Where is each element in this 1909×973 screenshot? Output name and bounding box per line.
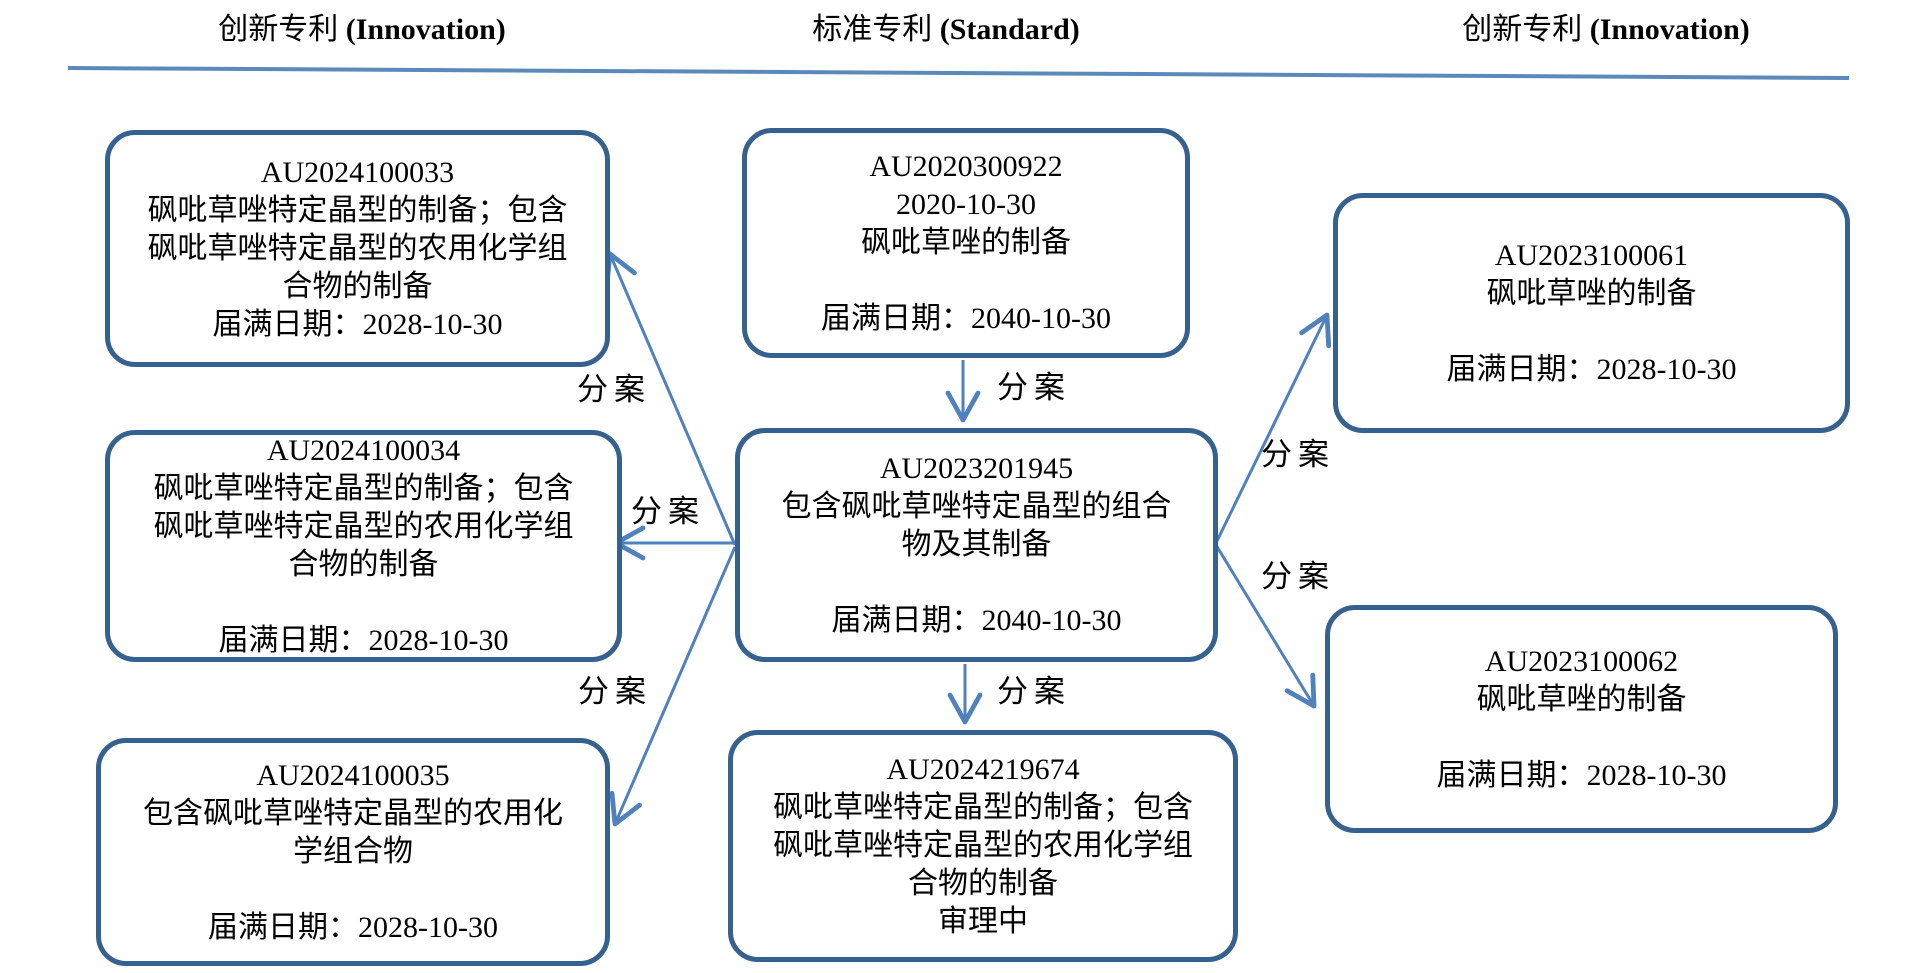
column-header-left-en: (Innovation) — [345, 13, 506, 46]
patent-title-line: 砜吡草唑的制备 — [1476, 683, 1687, 716]
patent-expiry-date: 届满日期：2028-10-30 — [208, 911, 498, 944]
edge-label-division: 分案 — [578, 674, 652, 709]
patent-filing-date: 2020-10-30 — [896, 188, 1036, 221]
patent-title-line: 砜吡草唑特定晶型的制备；包含 — [153, 472, 574, 505]
patent-title-line: 砜吡草唑特定晶型的制备；包含 — [773, 791, 1193, 824]
patent-node-AU2024100034: AU2024100034 砜吡草唑特定晶型的制备；包含 砜吡草唑特定晶型的农用化… — [105, 430, 622, 662]
patent-number: AU2023100062 — [1484, 645, 1679, 678]
edge-label-division: 分案 — [577, 372, 651, 407]
patent-expiry-date: 届满日期：2028-10-30 — [1436, 759, 1727, 792]
patent-title-line: 包含砜吡草唑特定晶型的农用化 — [143, 797, 563, 830]
column-header-right-cjk: 创新专利 — [1462, 13, 1583, 46]
patent-node-AU2024100033: AU2024100033 砜吡草唑特定晶型的制备；包含 砜吡草唑特定晶型的农用化… — [105, 130, 610, 367]
patent-number: AU2024100035 — [256, 759, 450, 792]
column-header-center-cjk: 标准专利 — [812, 13, 933, 46]
patent-expiry-date: 届满日期：2028-10-30 — [218, 624, 509, 657]
patent-node-AU2020300922: AU2020300922 2020-10-30 砜吡草唑的制备 届满日期：204… — [742, 128, 1190, 358]
edge-cc-to-tr — [1214, 312, 1332, 544]
patent-title-line: 砜吡草唑特定晶型的农用化学组 — [153, 510, 574, 543]
patent-title-line: 砜吡草唑的制备 — [1486, 277, 1697, 310]
patent-number: AU2024100033 — [260, 155, 455, 189]
patent-expiry-date: 届满日期：2028-10-30 — [1446, 353, 1737, 386]
edge-label-division: 分案 — [1261, 559, 1335, 594]
patent-title-line: 合物的制备 — [282, 269, 433, 303]
column-header-innovation-right: 创新专利 (Innovation) — [1462, 10, 1750, 50]
edge-label-division: 分案 — [997, 674, 1071, 709]
patent-expiry-date: 届满日期：2040-10-30 — [831, 604, 1122, 637]
patent-expiry-date: 届满日期：2040-10-30 — [821, 302, 1111, 335]
patent-title-line: 合物的制备 — [288, 548, 439, 581]
header-divider-line — [67, 66, 1850, 80]
patent-node-AU2024219674: AU2024219674 砜吡草唑特定晶型的制备；包含 砜吡草唑特定晶型的农用化… — [728, 730, 1238, 962]
patent-status: 审理中 — [938, 905, 1028, 938]
patent-title-line: 砜吡草唑特定晶型的农用化学组 — [147, 231, 568, 265]
patent-title-line: 物及其制备 — [901, 528, 1052, 561]
patent-number: AU2023201945 — [879, 452, 1074, 485]
patent-title-line: 学组合物 — [293, 835, 413, 868]
column-header-right-en: (Innovation) — [1589, 13, 1750, 46]
patent-node-AU2023100062: AU2023100062 砜吡草唑的制备 届满日期：2028-10-30 — [1325, 605, 1838, 833]
edge-label-division: 分案 — [997, 370, 1071, 405]
column-header-innovation-left: 创新专利 (Innovation) — [218, 10, 506, 50]
patent-number: AU2023100061 — [1494, 239, 1689, 272]
patent-node-AU2023201945: AU2023201945 包含砜吡草唑特定晶型的组合 物及其制备 届满日期：20… — [735, 428, 1218, 662]
patent-title-line: 包含砜吡草唑特定晶型的组合 — [781, 490, 1172, 523]
patent-title-line: 砜吡草唑特定晶型的制备；包含 — [147, 193, 568, 227]
patent-node-AU2024100035: AU2024100035 包含砜吡草唑特定晶型的农用化 学组合物 届满日期：20… — [96, 738, 610, 966]
patent-node-AU2023100061: AU2023100061 砜吡草唑的制备 届满日期：2028-10-30 — [1333, 193, 1850, 433]
patent-title-line: 砜吡草唑的制备 — [861, 226, 1071, 259]
patent-number: AU2020300922 — [869, 150, 1063, 183]
column-header-left-cjk: 创新专利 — [218, 13, 339, 46]
edge-label-division: 分案 — [1261, 437, 1335, 472]
patent-title-line: 合物的制备 — [908, 867, 1058, 900]
column-header-standard: 标准专利 (Standard) — [812, 10, 1080, 50]
edge-label-division: 分案 — [631, 494, 705, 529]
patent-number: AU2024100034 — [266, 434, 461, 467]
patent-expiry-date: 届满日期：2028-10-30 — [212, 307, 503, 341]
patent-title-line: 砜吡草唑特定晶型的农用化学组 — [773, 829, 1193, 862]
patent-number: AU2024219674 — [886, 753, 1080, 786]
column-header-center-en: (Standard) — [939, 13, 1080, 46]
